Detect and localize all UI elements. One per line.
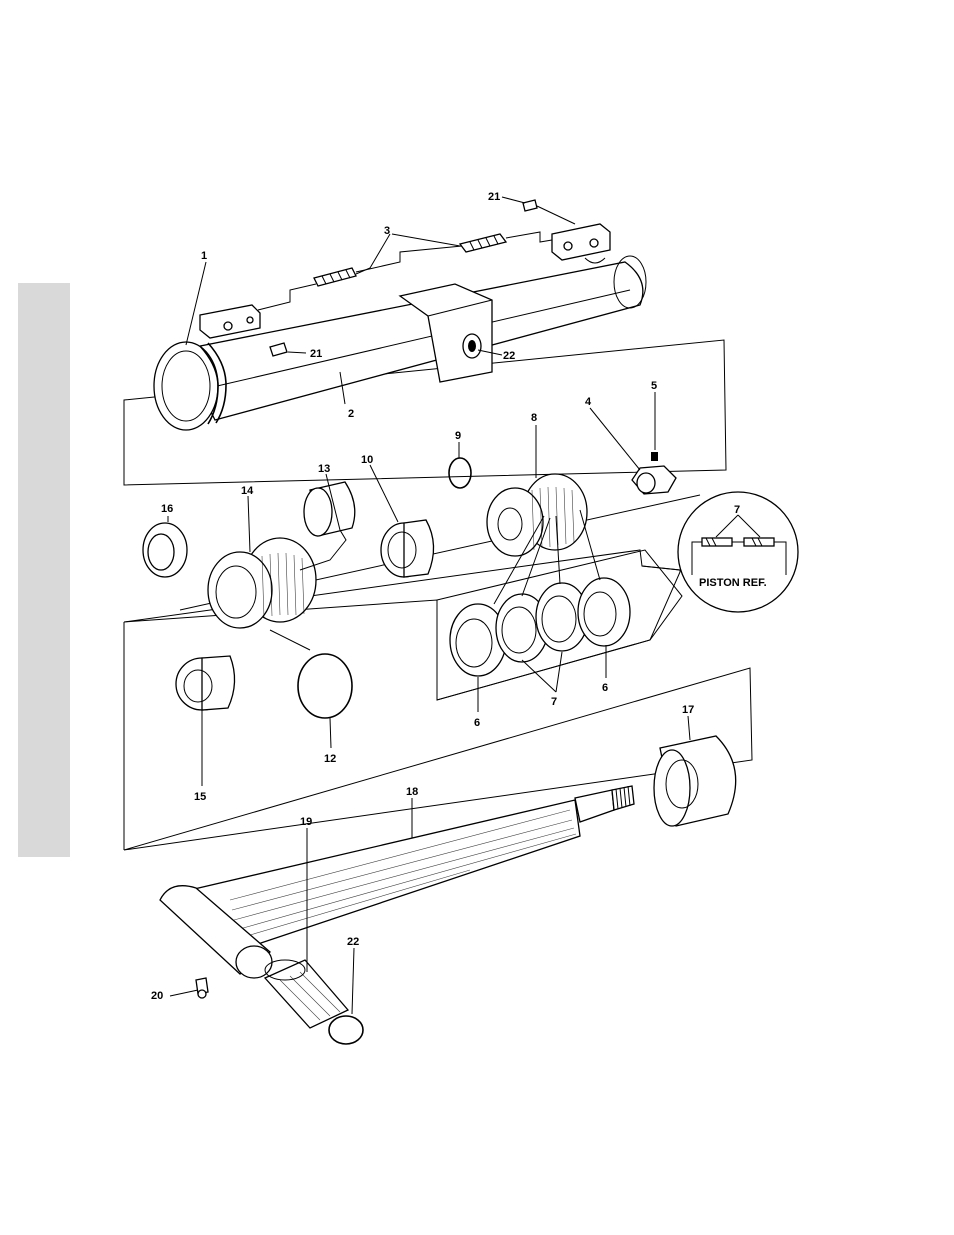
port-right-hole	[564, 242, 572, 250]
seal-15-body	[202, 656, 235, 710]
callout-6-right: 6	[602, 682, 608, 694]
callout-7: 7	[551, 696, 557, 708]
callout-6-left: 6	[474, 717, 480, 729]
grease-fitting-20-head	[198, 990, 206, 998]
inset-callout-7: 7	[734, 504, 740, 516]
callout-8: 8	[531, 412, 537, 424]
nut-4-bore	[637, 473, 655, 493]
fitting-3-right	[460, 234, 506, 252]
leader-21-upper	[502, 197, 525, 203]
piston-ref-inset: 7 PISTON REF.	[642, 492, 798, 612]
leader-7-f	[580, 510, 600, 580]
rod-18-step	[575, 790, 614, 822]
o-ring-9	[449, 458, 471, 488]
rod-18-thread	[612, 786, 634, 810]
bushing-13-end	[304, 488, 332, 536]
leader-4	[590, 408, 640, 470]
callout-21-upper: 21	[488, 191, 500, 203]
callout-9: 9	[455, 430, 461, 442]
piston-parts	[143, 452, 676, 718]
leader-3b	[392, 234, 460, 246]
leader-22-lower	[352, 948, 354, 1014]
leader-14	[248, 496, 250, 552]
cylinder-barrel	[154, 200, 646, 430]
port-right-stub	[585, 258, 605, 263]
callout-12: 12	[324, 753, 336, 765]
o-ring-22-lower	[329, 1016, 363, 1044]
leader-17	[688, 716, 690, 740]
leader-7-a	[522, 660, 556, 692]
line-left	[258, 284, 316, 310]
line-right	[506, 232, 552, 242]
grease-fitting-21-upper	[523, 200, 537, 211]
callout-18: 18	[406, 786, 418, 798]
leader-10	[370, 465, 398, 522]
callout-13: 13	[318, 463, 330, 475]
rod-parts	[160, 736, 736, 1044]
ring-10-body	[404, 520, 434, 577]
leader-12b	[330, 718, 331, 748]
callout-20: 20	[151, 990, 163, 1002]
leader-20	[170, 990, 198, 996]
callout-5: 5	[651, 380, 657, 392]
callout-22-lower: 22	[347, 936, 359, 948]
set-screw-5	[651, 452, 658, 461]
callout-17: 17	[682, 704, 694, 716]
line-middle	[356, 246, 462, 272]
leader-21-upper-b	[537, 206, 575, 224]
leader-12a	[270, 630, 310, 650]
callout-22-upper: 22	[503, 350, 515, 362]
callout-3: 3	[384, 225, 390, 237]
piston-8-front	[487, 488, 543, 556]
trunnion-bore-dark	[468, 340, 476, 352]
callout-15: 15	[194, 791, 206, 803]
callout-19: 19	[300, 816, 312, 828]
wiper-16-inner	[148, 534, 174, 570]
port-left-bolt	[247, 317, 253, 323]
port-right-bolt	[590, 239, 598, 247]
rod-18-shaft	[190, 800, 580, 950]
callout-14: 14	[241, 485, 254, 497]
o-ring-12	[298, 654, 352, 718]
leader-7-b	[556, 652, 562, 692]
barrel-end-opening	[154, 342, 218, 430]
callout-21-lower: 21	[310, 348, 322, 360]
callout-1: 1	[201, 250, 207, 262]
callout-2: 2	[348, 408, 354, 420]
port-block-right	[552, 224, 610, 260]
inset-label-piston-ref: PISTON REF.	[699, 577, 767, 589]
callout-4: 4	[585, 396, 592, 408]
port-left-hole	[224, 322, 232, 330]
callout-10: 10	[361, 454, 373, 466]
gland-17-face	[654, 750, 690, 826]
callout-16: 16	[161, 503, 173, 515]
